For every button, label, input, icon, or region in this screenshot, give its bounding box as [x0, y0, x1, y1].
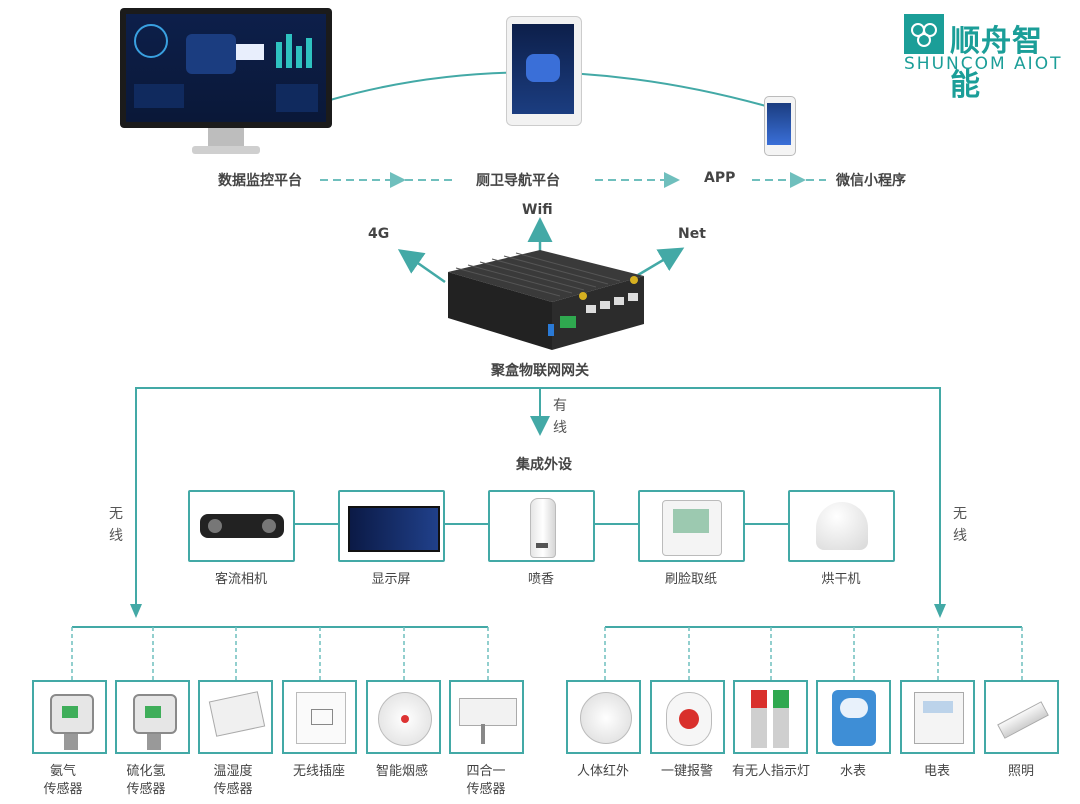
- hand-dryer-icon: [816, 502, 868, 550]
- brand-logo: 顺舟智能 SHUNCOM AIOT: [904, 14, 1070, 103]
- arrow-net: [637, 247, 685, 277]
- display-icon: [348, 506, 440, 552]
- sensor-label-h2s-1: 硫化氢: [126, 764, 166, 779]
- platform-toilet-nav-label: 厕卫导航平台: [476, 173, 560, 189]
- sensor-label-four-2: 传感器: [466, 782, 506, 797]
- gateway-label: 聚盒物联网网关: [491, 363, 589, 379]
- peripheral-card-face-paper: [638, 490, 745, 562]
- dashboard-screen: [126, 14, 326, 122]
- device-card-water-meter: [816, 680, 891, 754]
- sensor-label-four-1: 四合一: [466, 764, 506, 779]
- device-label-lighting: 照明: [1007, 764, 1035, 779]
- device-label-alarm: 一键报警: [660, 764, 714, 779]
- four-in-one-icon: [459, 698, 517, 726]
- device-card-alarm: [650, 680, 725, 754]
- device-card-electric-meter: [900, 680, 975, 754]
- tablet-screen: [512, 24, 574, 114]
- smoke-detector-icon: [378, 692, 432, 746]
- device-label-occupancy: 有无人指示灯: [731, 764, 811, 779]
- occupancy-light-icon: [751, 690, 791, 748]
- sensor-card-smoke: [366, 680, 441, 754]
- device-card-occupancy: [733, 680, 808, 754]
- arrow-4g: [397, 249, 446, 284]
- peripheral-card-fragrance: [488, 490, 595, 562]
- wireless-left-char-1: 无: [109, 506, 123, 522]
- integrated-peripherals-title: 集成外设: [516, 457, 572, 473]
- label-net: Net: [678, 226, 706, 242]
- fragrance-icon: [530, 498, 556, 558]
- platform-miniprogram-label: 微信小程序: [836, 173, 906, 189]
- sensor-label-ammonia-1: 氨气: [49, 764, 77, 779]
- wired-char-1: 有: [553, 398, 567, 414]
- wireless-right-char-2: 线: [953, 528, 967, 544]
- peripheral-label-face-paper: 刷脸取纸: [664, 572, 718, 587]
- peripheral-label-hand-dryer: 烘干机: [821, 572, 861, 587]
- device-label-pir: 人体红外: [576, 764, 630, 779]
- camera-icon: [200, 514, 284, 538]
- wired-char-2: 线: [553, 420, 567, 436]
- peripheral-label-fragrance: 喷香: [527, 572, 555, 587]
- device-card-lighting: [984, 680, 1059, 754]
- sensor-label-temp-2: 传感器: [213, 782, 253, 797]
- peripheral-label-camera: 客流相机: [214, 572, 268, 587]
- device-card-pir: [566, 680, 641, 754]
- sensor-label-socket: 无线插座: [292, 764, 346, 779]
- peripheral-card-camera: [188, 490, 295, 562]
- main-bus: [135, 387, 941, 612]
- platform-app-label: APP: [704, 170, 736, 186]
- ammonia-sensor-icon: [50, 694, 94, 734]
- temp-humidity-icon: [208, 691, 266, 737]
- sensor-card-four-in-one: [449, 680, 524, 754]
- brand-en: SHUNCOM AIOT: [904, 54, 1063, 74]
- pir-icon: [580, 692, 632, 744]
- wireless-right-char-1: 无: [953, 506, 967, 522]
- h2s-sensor-icon: [133, 694, 177, 734]
- water-meter-icon: [832, 690, 876, 746]
- brand-mark-icon: [904, 14, 944, 54]
- platform-monitor-label: 数据监控平台: [218, 173, 302, 189]
- brand-cn: 顺舟智能: [950, 24, 1043, 103]
- peripheral-card-hand-dryer: [788, 490, 895, 562]
- device-label-water-meter: 水表: [839, 764, 867, 779]
- electric-meter-icon: [914, 692, 964, 744]
- sensor-label-smoke: 智能烟感: [375, 764, 429, 779]
- label-wifi: Wifi: [522, 202, 553, 218]
- face-paper-icon: [662, 500, 722, 556]
- sensor-card-h2s: [115, 680, 190, 754]
- label-4g: 4G: [368, 226, 390, 242]
- peripheral-label-display: 显示屏: [371, 572, 411, 587]
- alarm-button-icon: [666, 692, 712, 746]
- device-label-electric-meter: 电表: [923, 764, 951, 779]
- peripheral-card-display: [338, 490, 445, 562]
- sensor-label-ammonia-2: 传感器: [43, 782, 83, 797]
- lighting-icon: [997, 701, 1049, 739]
- sensor-card-ammonia: [32, 680, 107, 754]
- sensor-label-h2s-2: 传感器: [126, 782, 166, 797]
- wireless-left-char-2: 线: [109, 528, 123, 544]
- sensor-card-socket: [282, 680, 357, 754]
- socket-icon: [296, 692, 346, 744]
- sensor-card-temp-humidity: [198, 680, 273, 754]
- sensor-label-temp-1: 温湿度: [213, 764, 253, 779]
